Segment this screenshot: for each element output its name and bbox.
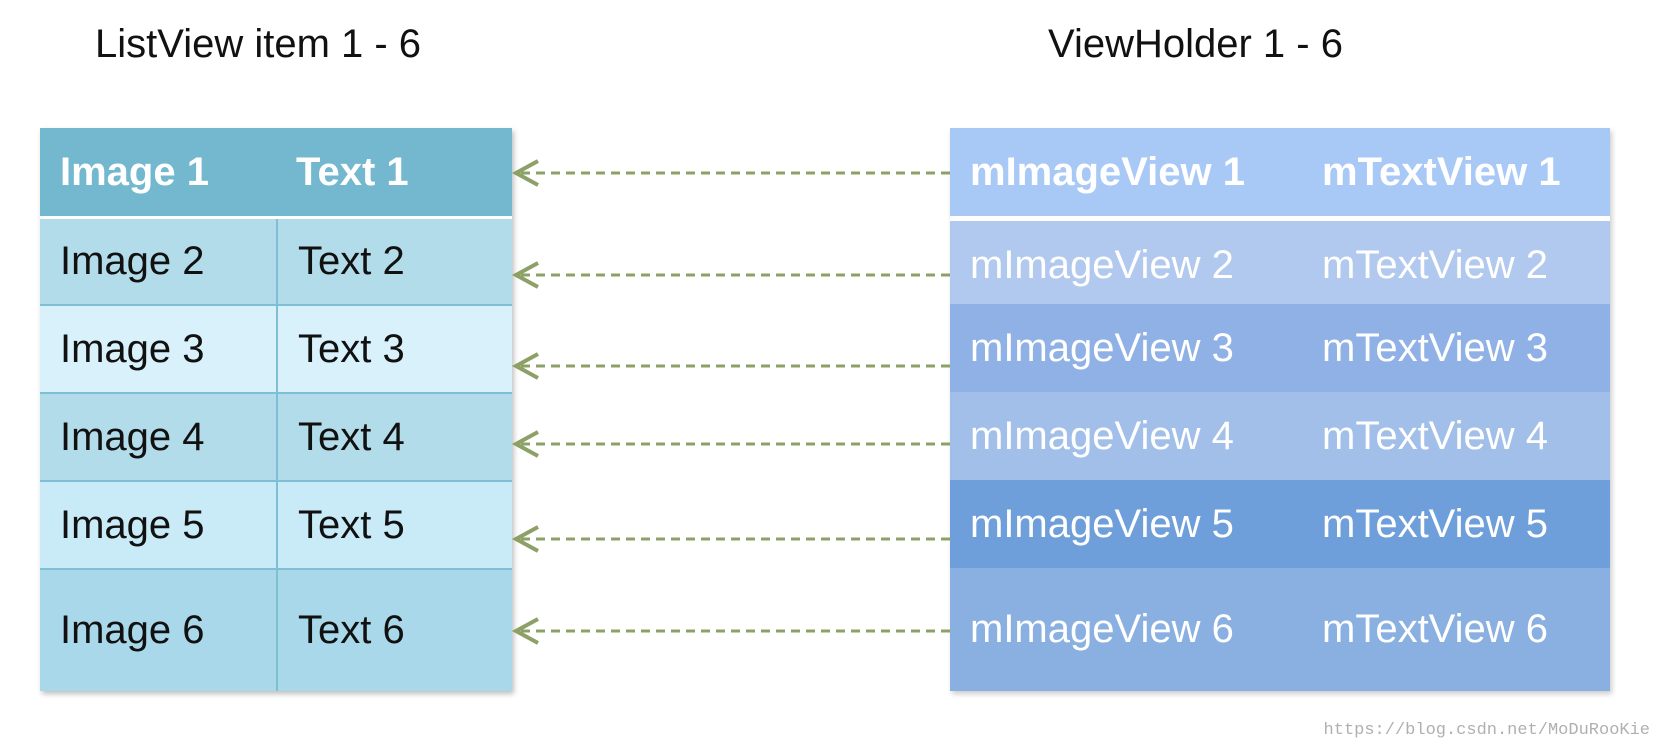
viewholder-textview-cell: mTextView 1 — [1322, 149, 1561, 194]
viewholder-textview-cell: mTextView 5 — [1322, 501, 1549, 546]
viewholder-header-row: mImageView 1 mTextView 1 — [950, 128, 1610, 216]
viewholder-row: mImageView 6 mTextView 6 — [950, 568, 1610, 691]
watermark: https://blog.csdn.net/MoDuRooKie — [1323, 721, 1650, 740]
viewholder-row: mImageView 4 mTextView 4 — [950, 392, 1610, 480]
viewholder-imageview-cell: mImageView 3 — [970, 325, 1234, 370]
listview-image-cell: Image 6 — [60, 608, 205, 652]
listview-image-cell: Image 1 — [60, 149, 209, 194]
listview-text-cell: Text 6 — [276, 570, 512, 691]
listview-text-cell: Text 5 — [276, 482, 512, 568]
arrowhead-icon — [511, 430, 539, 458]
listview-title: ListView item 1 - 6 — [95, 22, 422, 66]
listview-row: Image 4 Text 4 — [40, 392, 512, 480]
listview-image-cell: Image 2 — [60, 239, 205, 283]
viewholder-row: mImageView 2 mTextView 2 — [950, 216, 1610, 309]
listview-text-cell: Text 1 — [296, 149, 409, 194]
listview-row: Image 5 Text 5 — [40, 480, 512, 568]
viewholder-imageview-cell: mImageView 6 — [970, 607, 1234, 651]
viewholder-imageview-cell: mImageView 5 — [970, 501, 1234, 546]
listview-image-cell: Image 3 — [60, 326, 205, 371]
viewholder-textview-cell: mTextView 2 — [1322, 242, 1549, 287]
viewholder-imageview-cell: mImageView 2 — [970, 242, 1234, 287]
dashed-arrow — [511, 525, 950, 553]
listview-row: Image 3 Text 3 — [40, 304, 512, 392]
dashed-arrow — [511, 430, 950, 458]
viewholder-title: ViewHolder 1 - 6 — [1048, 22, 1343, 66]
arrowhead-icon — [511, 261, 539, 289]
viewholder-row: mImageView 3 mTextView 3 — [950, 304, 1610, 392]
arrowhead-icon — [511, 617, 539, 645]
listview-row: Image 6 Text 6 — [40, 568, 512, 691]
dashed-arrow — [511, 617, 950, 645]
listview-text-cell: Text 2 — [276, 219, 512, 304]
dashed-arrow — [511, 261, 950, 289]
viewholder-textview-cell: mTextView 3 — [1322, 325, 1549, 370]
listview-header-row: Image 1 Text 1 — [40, 128, 512, 216]
viewholder-table: mImageView 1 mTextView 1 mImageView 2 mText… — [950, 128, 1610, 691]
viewholder-textview-cell: mTextView 4 — [1322, 413, 1549, 458]
arrowhead-icon — [511, 525, 539, 553]
viewholder-textview-cell: mTextView 6 — [1322, 607, 1549, 651]
listview-image-cell: Image 5 — [60, 502, 205, 547]
listview-image-cell: Image 4 — [60, 414, 205, 459]
listview-text-cell: Text 3 — [276, 306, 512, 392]
viewholder-row: mImageView 5 mTextView 5 — [950, 480, 1610, 568]
viewholder-imageview-cell: mImageView 4 — [970, 413, 1234, 458]
listview-row: Image 2 Text 2 — [40, 216, 512, 304]
dashed-arrow — [511, 352, 950, 380]
listview-text-cell: Text 4 — [276, 394, 512, 480]
viewholder-imageview-cell: mImageView 1 — [970, 149, 1245, 194]
arrowhead-icon — [511, 352, 539, 380]
arrowhead-icon — [511, 159, 539, 187]
dashed-arrow — [511, 159, 950, 187]
